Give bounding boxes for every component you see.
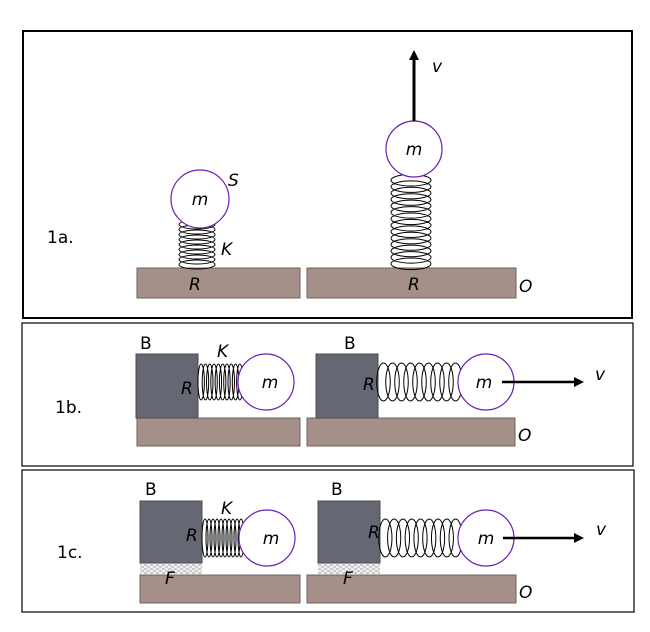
block-left bbox=[135, 353, 199, 419]
wall-label-left: R bbox=[181, 379, 193, 399]
mass-label: m bbox=[192, 190, 209, 210]
friction-layer-left bbox=[140, 563, 202, 574]
friction-layer-right bbox=[318, 563, 380, 574]
ground-left bbox=[136, 267, 301, 299]
origin-label: O bbox=[519, 583, 532, 603]
spring-constant-label: K bbox=[221, 499, 234, 519]
panel-label: 1b. bbox=[55, 398, 82, 418]
panel-1b: 1b. O B B R R K m m v bbox=[21, 322, 634, 467]
spring-extended bbox=[376, 362, 463, 402]
spring-constant-label: K bbox=[221, 240, 234, 260]
velocity-label: v bbox=[596, 520, 607, 540]
mass-label-moving: m bbox=[478, 529, 495, 549]
origin-label: O bbox=[518, 426, 531, 446]
surface-label: S bbox=[228, 171, 239, 191]
spring-extended bbox=[378, 518, 463, 558]
ground-right bbox=[306, 267, 517, 299]
friction-label-right: F bbox=[343, 569, 353, 589]
block-right bbox=[315, 353, 379, 419]
spring-extended bbox=[390, 173, 432, 271]
spring-compressed bbox=[201, 518, 245, 558]
spring-constant-label: K bbox=[217, 342, 230, 362]
ground-left bbox=[139, 574, 301, 604]
mass-label: m bbox=[263, 529, 280, 549]
panel-label: 1c. bbox=[57, 543, 83, 563]
panel-1a: 1a. R R O m S K m v bbox=[22, 30, 633, 319]
block-label-left: B bbox=[140, 334, 152, 354]
panel-label: 1a. bbox=[47, 228, 74, 248]
ground-label-right: R bbox=[408, 275, 420, 295]
velocity-label: v bbox=[595, 365, 606, 385]
ball-mass bbox=[238, 509, 296, 567]
block-label-right: B bbox=[344, 334, 356, 354]
mass-label: m bbox=[262, 373, 279, 393]
mass-label-moving: m bbox=[476, 373, 493, 393]
block-label-left: B bbox=[145, 480, 157, 500]
wall-label-left: R bbox=[186, 526, 198, 546]
block-right bbox=[317, 500, 381, 564]
wall-label-right: R bbox=[363, 375, 375, 395]
block-label-right: B bbox=[331, 480, 343, 500]
spring-compressed bbox=[197, 363, 244, 401]
ground-label-left: R bbox=[189, 275, 201, 295]
friction-label-left: F bbox=[165, 569, 175, 589]
velocity-label: v bbox=[432, 57, 443, 77]
mass-label-moving: m bbox=[406, 140, 423, 160]
ground-left bbox=[136, 417, 301, 447]
panel-1c: 1c. O F F B B R R K m m v bbox=[21, 469, 635, 613]
ball-mass bbox=[237, 353, 295, 411]
ground-right bbox=[306, 574, 517, 604]
ball-mass bbox=[170, 169, 230, 229]
origin-label: O bbox=[519, 277, 532, 297]
ground-right bbox=[306, 417, 516, 447]
wall-label-right: R bbox=[368, 523, 380, 543]
